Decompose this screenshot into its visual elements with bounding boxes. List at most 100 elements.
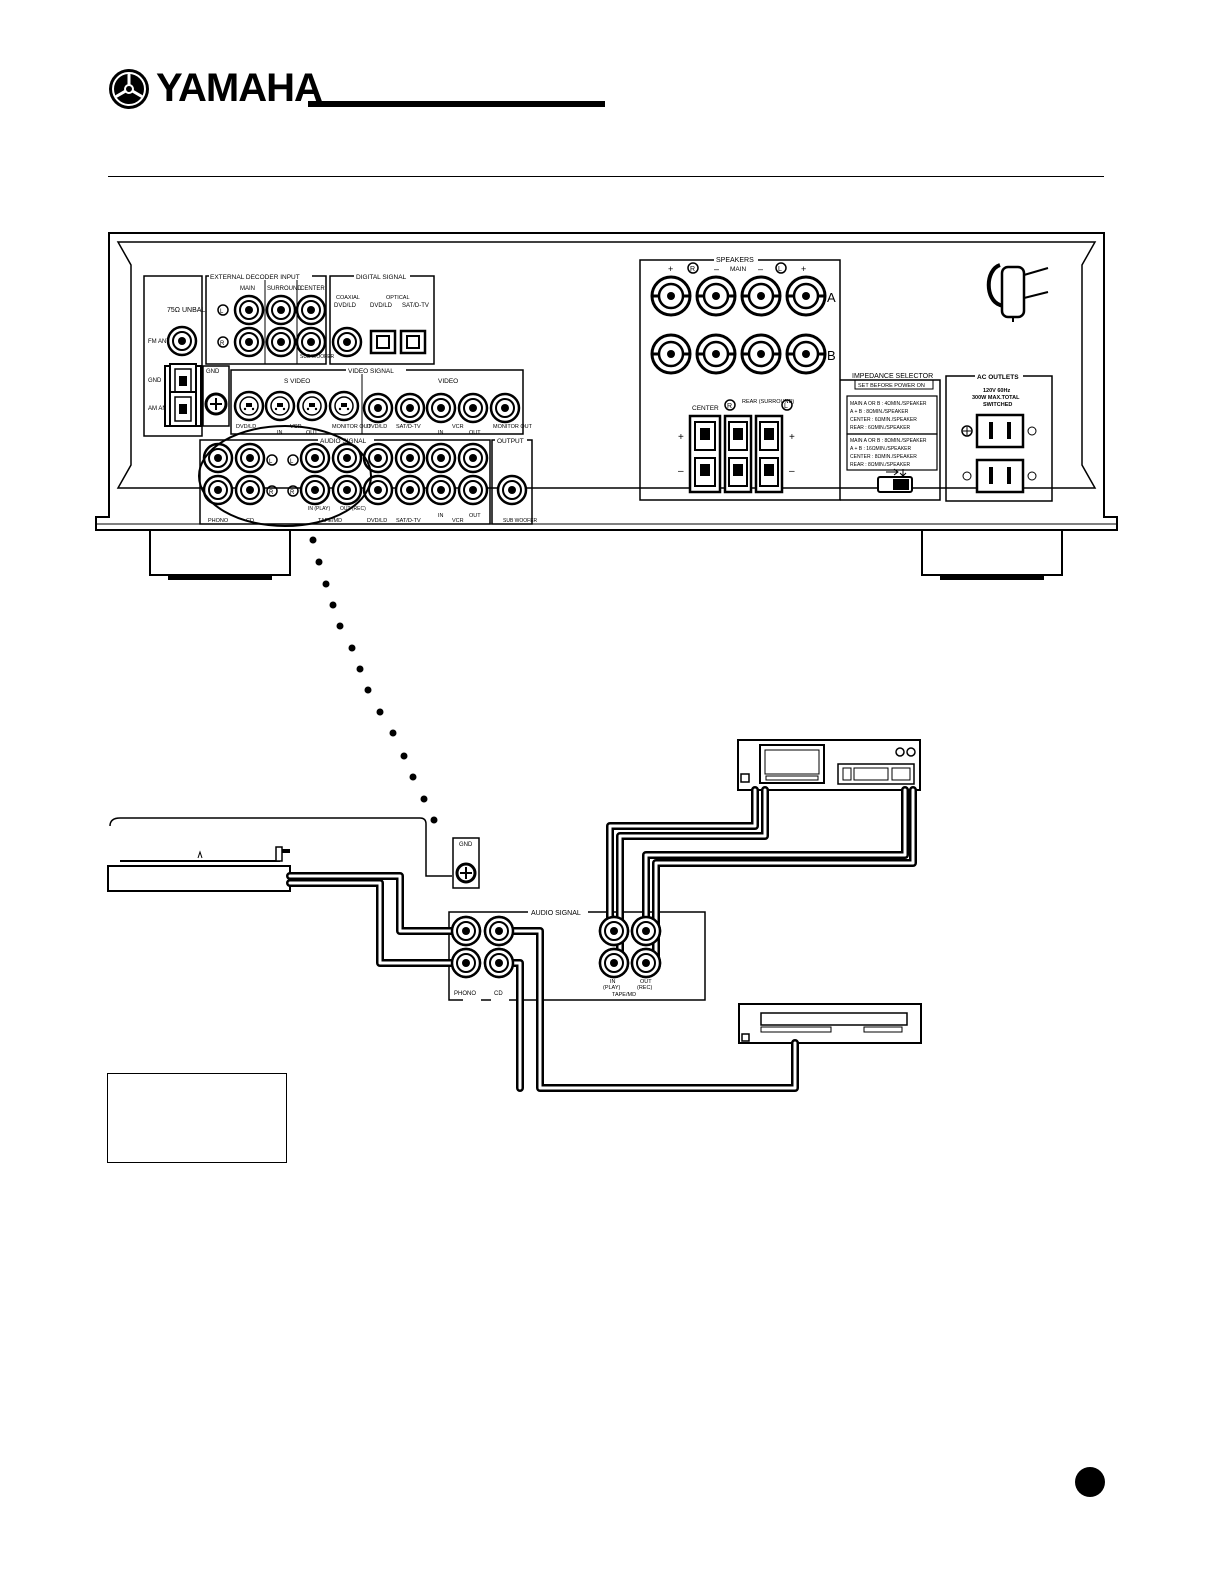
audio-sat-r-jack[interactable]: [394, 474, 426, 506]
speaker-plus-label-1: +: [668, 264, 673, 274]
detail-tape-md-label: TAPE/MD: [612, 992, 636, 998]
phono-l-jack[interactable]: [202, 442, 234, 474]
decoder-main-r-jack[interactable]: [233, 326, 265, 358]
decoder-surround-r-jack[interactable]: [265, 326, 297, 358]
receiver-rear-panel: 75Ω UNBAL. FM ANT GND AM ANT GND EXTERNA…: [95, 232, 1118, 580]
audio-tape-md-label: TAPE/MD: [318, 518, 342, 524]
page-number-dot: [1075, 1467, 1105, 1497]
ac-outlets-title: AC OUTLETS: [977, 374, 1019, 381]
main-a-r-minus-post[interactable]: [695, 275, 737, 317]
s-video-dvd-ld-label: DVD/LD: [236, 424, 256, 430]
s-video-vcr-out-jack[interactable]: [296, 390, 328, 422]
main-b-r-minus-post[interactable]: [695, 333, 737, 375]
coaxial-jack[interactable]: [331, 326, 363, 358]
audio-vcr-out-r-jack[interactable]: [457, 474, 489, 506]
audio-dvd-l-jack[interactable]: [362, 442, 394, 474]
audio-sat-l-jack[interactable]: [394, 442, 426, 474]
audio-signal-title: AUDIO SIGNAL: [320, 438, 367, 445]
ac-outlet-top[interactable]: [975, 413, 1025, 449]
video-vcr-out-jack[interactable]: [457, 392, 489, 424]
ac-outlet-bottom[interactable]: [975, 458, 1025, 494]
video-out-label: OUT: [469, 430, 481, 436]
detail-audio-signal-title: AUDIO SIGNAL: [531, 910, 581, 917]
decoder-surround-l-jack[interactable]: [265, 294, 297, 326]
header-bar: [308, 101, 605, 107]
fm-unbal-label: 75Ω UNBAL.: [167, 307, 207, 314]
cd-l-jack[interactable]: [234, 442, 266, 474]
audio-phono-label: PHONO: [208, 518, 229, 524]
subwoofer-output: OUTPUT SUB WOOFER: [491, 436, 538, 525]
decoder-center-jack[interactable]: [295, 294, 327, 326]
audio-in-play-label: IN (PLAY): [308, 506, 330, 512]
speaker-terminals: SPEAKERS MAIN + R – – L + A B CENTER R R…: [639, 254, 841, 501]
rear-l-label: L: [784, 403, 788, 410]
impedance-upper-line-4: REAR : 6ΩMIN./SPEAKER: [850, 425, 911, 431]
audio-vcr-out-l-jack[interactable]: [457, 442, 489, 474]
main-a-l-plus-post[interactable]: [785, 275, 827, 317]
foot-right: [921, 529, 1063, 576]
center-spring-terminals[interactable]: [688, 414, 722, 494]
video-sat-jack[interactable]: [394, 392, 426, 424]
note-box: [107, 1073, 287, 1163]
main-b-r-plus-post[interactable]: [650, 333, 692, 375]
tuning-fork-emblem-icon: [109, 69, 149, 109]
audio-dvd-ld-label: DVD/LD: [367, 518, 387, 524]
main-b-l-plus-post[interactable]: [785, 333, 827, 375]
gnd-label: GND: [148, 378, 162, 384]
s-video-dvd-jack[interactable]: [233, 390, 265, 422]
s-video-vcr-in-jack[interactable]: [264, 390, 296, 422]
main-a-l-minus-post[interactable]: [740, 275, 782, 317]
external-decoder-input: EXTERNAL DECODER INPUT MAIN SURROUND CEN…: [205, 272, 335, 365]
decoder-center-label: CENTER: [300, 286, 325, 292]
cd-r-jack[interactable]: [234, 474, 266, 506]
cd-player: [738, 1003, 922, 1044]
decoder-main-l-jack[interactable]: [233, 294, 265, 326]
audio-vcr-in-l-jack[interactable]: [425, 442, 457, 474]
ac-outlets-line-1: 120V 60Hz: [983, 388, 1010, 394]
digital-signal-inputs: DIGITAL SIGNAL COAXIAL DVD/LD OPTICAL DV…: [329, 272, 435, 365]
detail-out-label: OUT: [640, 979, 652, 985]
rear-r-label: R: [727, 403, 732, 410]
antenna-terminals: 75Ω UNBAL. FM ANT GND AM ANT: [143, 275, 207, 437]
video-dvd-jack[interactable]: [362, 392, 394, 424]
power-cord: [986, 263, 1049, 322]
coaxial-dvd-ld-label: DVD/LD: [334, 303, 357, 309]
main-b-l-minus-post[interactable]: [740, 333, 782, 375]
video-signal-title: VIDEO SIGNAL: [348, 368, 394, 375]
impedance-upper-line-2: A + B : 8ΩMIN./SPEAKER: [850, 409, 909, 415]
optical-dvd-jack[interactable]: [369, 329, 397, 355]
impedance-slide-switch[interactable]: [877, 476, 913, 493]
s-video-monitor-jack[interactable]: [328, 390, 360, 422]
speaker-minus-label-2: –: [758, 264, 763, 274]
cassette-deck: [737, 739, 921, 791]
gnd-terminal-label: GND: [206, 369, 220, 375]
subwoofer-out-jack[interactable]: [496, 474, 528, 506]
fm-ant-jack[interactable]: [166, 325, 198, 357]
video-vcr-in-jack[interactable]: [425, 392, 457, 424]
audio-out-label: OUT: [469, 513, 481, 519]
rear-r-spring-terminals[interactable]: [723, 414, 753, 494]
am-ant-label: AM ANT: [148, 406, 171, 412]
video-monitor-out-label: MONITOR OUT: [493, 424, 533, 430]
audio-in-label: IN: [438, 513, 444, 519]
am-ant-clip[interactable]: [169, 391, 197, 427]
subwoofer-out-label: SUB WOOFER: [503, 518, 538, 524]
output-title: OUTPUT: [497, 438, 524, 445]
tape-out-r-jack[interactable]: [331, 474, 363, 506]
optical-sat-dtv-label: SAT/D-TV: [402, 303, 429, 309]
center-speaker-label: CENTER: [692, 405, 719, 412]
main-a-r-plus-post[interactable]: [650, 275, 692, 317]
s-video-in-label: IN: [277, 430, 283, 436]
rear-surround-label: REAR (SURROUND): [742, 399, 794, 405]
rear-l-spring-terminals[interactable]: [754, 414, 784, 494]
decoder-subwoofer-jack[interactable]: [295, 326, 327, 358]
header-rule: [108, 176, 1104, 177]
optical-sat-jack[interactable]: [399, 329, 427, 355]
impedance-lower-line-4: REAR : 8ΩMIN./SPEAKER: [850, 462, 911, 468]
tape-in-r-jack[interactable]: [299, 474, 331, 506]
audio-vcr-in-r-jack[interactable]: [425, 474, 457, 506]
tape-in-l-jack[interactable]: [299, 442, 331, 474]
s-video-monitor-out-label: MONITOR OUT: [332, 424, 372, 430]
video-monitor-jack[interactable]: [489, 392, 521, 424]
